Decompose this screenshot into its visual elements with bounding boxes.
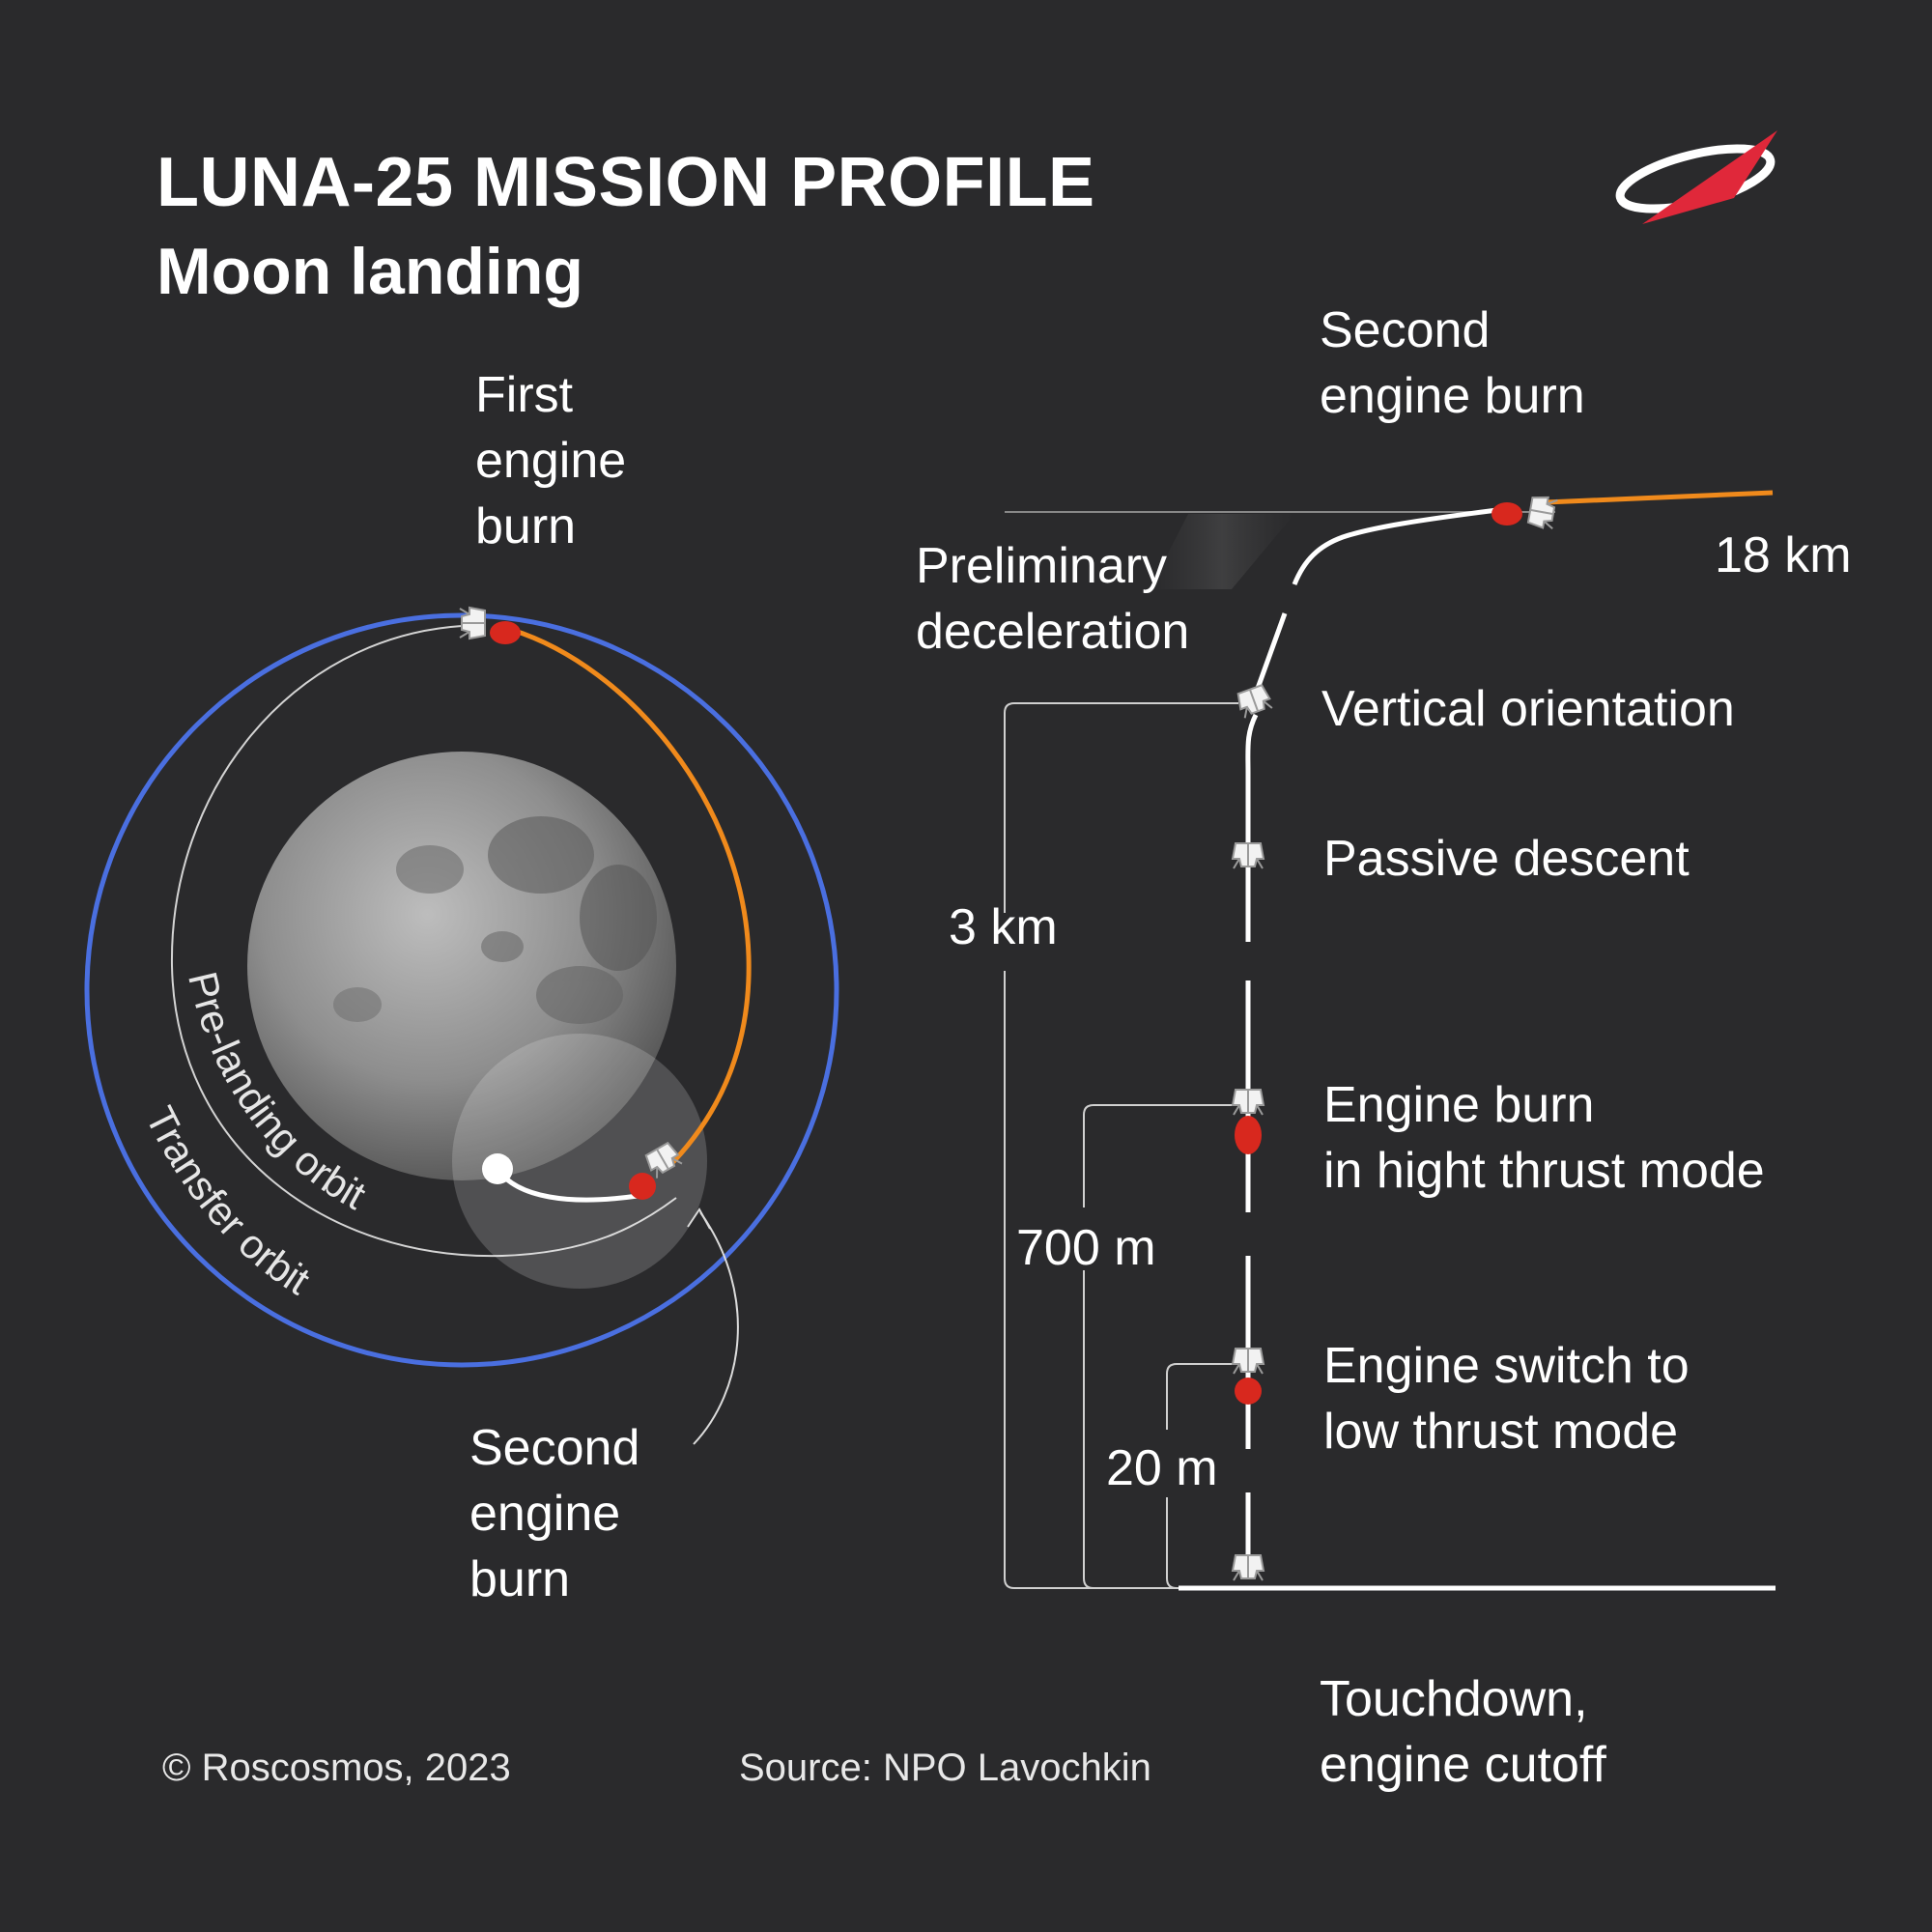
passive-descent-label: Passive descent <box>1323 831 1690 887</box>
second-burn-lander-icon <box>629 1140 684 1200</box>
touchdown-label: Touchdown, engine cutoff <box>1320 1666 1606 1798</box>
braking-curve <box>1292 506 1506 585</box>
orbit-second-burn-label: Second engine burn <box>469 1415 639 1612</box>
braking-trajectory <box>1280 507 1507 584</box>
descent-second-burn-lander-icon <box>1492 494 1559 531</box>
pointer-arrow <box>693 1211 739 1445</box>
altitude-20m-label: 20 m <box>1106 1440 1218 1496</box>
landing-zone-highlight <box>452 1034 707 1289</box>
bracket-700m <box>1083 1104 1236 1589</box>
moon-maria <box>333 816 657 1024</box>
touchdown-label-line: Touchdown, <box>1320 1671 1588 1727</box>
first-burn-lander-icon <box>459 607 521 644</box>
low-thrust-label-line: Engine switch to <box>1323 1338 1690 1394</box>
burn-trajectory <box>511 627 752 1171</box>
preliminary-deceleration-label-line: Preliminary <box>916 538 1168 594</box>
descent-second-burn-label: Second engine burn <box>1320 298 1585 429</box>
low-thrust-lander-icon <box>1232 1348 1264 1405</box>
preliminary-deceleration-label-line: deceleration <box>916 604 1190 660</box>
altitude-3km-label: 3 km <box>949 899 1058 955</box>
roscosmos-logo <box>1615 130 1777 224</box>
altitude-700m-label: 700 m <box>1016 1220 1156 1276</box>
high-thrust-label-line: in hight thrust mode <box>1323 1143 1765 1199</box>
landing-site-dot <box>482 1153 513 1184</box>
descent-second-burn-label-line: Second <box>1320 302 1491 358</box>
first-burn-label: First engine burn <box>475 362 626 559</box>
touchdown-lander-icon <box>1232 1554 1264 1581</box>
orbit-second-burn-label-line: burn <box>469 1551 571 1607</box>
preliminary-deceleration-label: Preliminary deceleration <box>916 533 1189 665</box>
vertical-orientation-lander-icon <box>1234 683 1274 720</box>
bracket-3km <box>1004 702 1238 1589</box>
passive-descent-lander-icon <box>1232 842 1264 869</box>
first-burn-label-line: burn <box>475 498 577 554</box>
high-thrust-label-line: Engine burn <box>1323 1077 1595 1133</box>
orientation-segment <box>1253 612 1288 695</box>
page-subtitle: Moon landing <box>156 235 583 308</box>
deceleration-hatch <box>1150 514 1294 589</box>
high-thrust-lander-icon <box>1232 1089 1264 1154</box>
low-thrust-label-line: low thrust mode <box>1323 1404 1679 1460</box>
orbit-second-burn-label-line: engine <box>469 1486 621 1542</box>
descent-second-burn-label-line: engine burn <box>1320 368 1585 424</box>
first-burn-label-line: engine <box>475 433 627 489</box>
source-credit: Source: NPO Lavochkin <box>739 1747 1151 1789</box>
first-burn-label-line: First <box>475 367 574 423</box>
approach-trajectory <box>1545 490 1774 505</box>
altitude-18km-label: 18 km <box>1715 527 1852 583</box>
copyright-notice: © Roscosmos, 2023 <box>162 1747 511 1789</box>
vertical-orientation-label: Vertical orientation <box>1321 681 1735 737</box>
pointer-arrowhead <box>687 1208 711 1230</box>
pre-landing-orbit-line <box>170 625 677 1258</box>
high-thrust-label: Engine burn in hight thrust mode <box>1323 1072 1765 1204</box>
low-thrust-label: Engine switch to low thrust mode <box>1323 1333 1690 1464</box>
page-title: LUNA-25 MISSION PROFILE <box>156 144 1095 221</box>
touchdown-label-line: engine cutoff <box>1320 1737 1606 1793</box>
bracket-20m <box>1166 1363 1236 1589</box>
orbit-second-burn-label-line: Second <box>469 1420 640 1476</box>
